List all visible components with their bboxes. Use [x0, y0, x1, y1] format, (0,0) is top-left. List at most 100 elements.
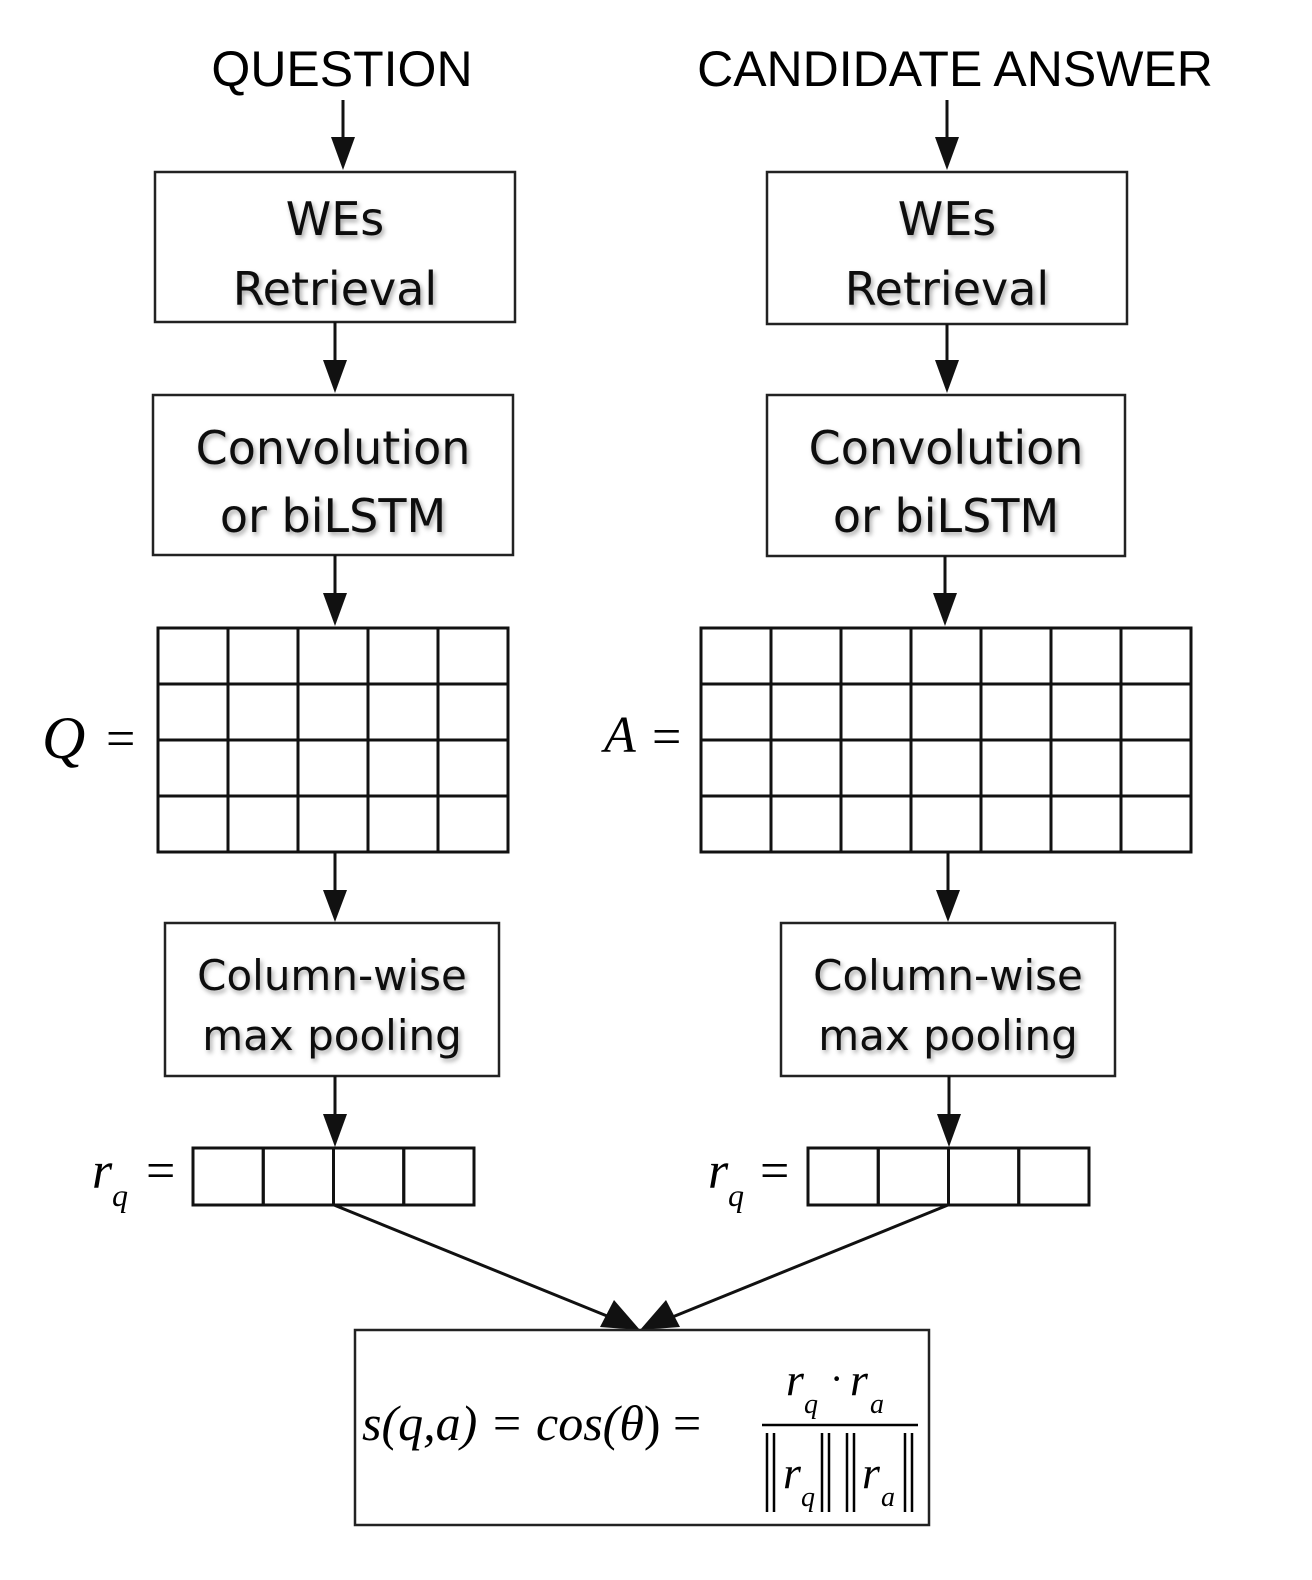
answer-matrix-cell: [839, 794, 913, 854]
question-vector-equals: =: [146, 1143, 175, 1200]
answer-matrix-cell: [839, 626, 913, 686]
answer-matrix-cell: [1049, 626, 1123, 686]
answer-matrix-cell: [1119, 738, 1193, 798]
answer-conv-line1: Convolution: [809, 421, 1084, 475]
answer-matrix-cell: [979, 682, 1053, 742]
formula-den-sub1: q: [801, 1482, 815, 1513]
answer-conv-line2: or biLSTM: [833, 489, 1059, 543]
question-vector: [191, 1146, 476, 1207]
formula-num-sub1: q: [804, 1389, 818, 1420]
arrow-q-vector-to-similarity: [333, 1203, 640, 1330]
question-conv-box: Convolution or biLSTM: [151, 393, 515, 557]
question-we-line2: Retrieval: [233, 262, 437, 316]
answer-we-line1: WEs: [898, 192, 997, 246]
formula-denominator-norms: [765, 1433, 914, 1512]
question-vector-subscript: q: [112, 1177, 128, 1213]
answer-matrix-cell: [909, 794, 983, 854]
question-matrix-cell: [366, 794, 440, 854]
question-title: QUESTION: [211, 41, 472, 97]
arrow-a-title-to-we: [935, 100, 959, 170]
answer-vector-cell: [947, 1146, 1021, 1207]
answer-pooling-box: Column-wise max pooling: [779, 921, 1117, 1078]
answer-vector-subscript: q: [728, 1177, 744, 1213]
question-vector-cell: [402, 1146, 476, 1207]
question-matrix-cell: [156, 682, 230, 742]
answer-pool-line1: Column-wise: [813, 951, 1083, 1000]
answer-matrix-cell: [1049, 682, 1123, 742]
question-conv-line2: or biLSTM: [220, 489, 446, 543]
arrow-q-we-to-conv: [323, 322, 347, 393]
arrow-a-vector-to-similarity: [640, 1203, 949, 1330]
formula-den-r2: r: [862, 1447, 881, 1498]
formula-num-dot: ·: [830, 1356, 843, 1401]
answer-vector-symbol: r: [708, 1143, 729, 1200]
answer-matrix-cell: [1049, 794, 1123, 854]
answer-matrix-cell: [769, 738, 843, 798]
question-matrix-cell: [366, 738, 440, 798]
question-conv-line1: Convolution: [196, 421, 471, 475]
question-matrix-symbol: Q: [42, 705, 85, 771]
arrow-a-pool-to-vector: [937, 1076, 961, 1147]
question-matrix-cell: [296, 626, 370, 686]
answer-matrix-cell: [769, 626, 843, 686]
answer-vector-equals: =: [760, 1143, 789, 1200]
answer-conv-box: Convolution or biLSTM: [765, 393, 1127, 558]
question-vector-cell: [332, 1146, 406, 1207]
question-vector-cell: [261, 1146, 335, 1207]
arrow-q-title-to-we: [331, 100, 355, 170]
question-matrix-cell: [436, 626, 510, 686]
arrow-q-conv-to-matrix: [323, 555, 347, 626]
arrow-q-pool-to-vector: [323, 1076, 347, 1147]
question-pool-line1: Column-wise: [197, 951, 467, 1000]
answer-matrix-cell: [839, 738, 913, 798]
answer-we-line2: Retrieval: [845, 262, 1049, 316]
question-matrix: [156, 626, 510, 854]
answer-vector-cell: [1017, 1146, 1091, 1207]
question-matrix-equals: =: [106, 711, 135, 768]
similarity-formula-box: s(q,a) = cos(θ) = r q · r a r q r a: [353, 1328, 931, 1527]
question-matrix-cell: [296, 794, 370, 854]
answer-matrix-cell: [699, 682, 773, 742]
formula-num-r2: r: [850, 1354, 869, 1405]
question-vector-cell: [191, 1146, 265, 1207]
answer-vector: [806, 1146, 1091, 1207]
arrow-a-conv-to-matrix: [933, 556, 957, 626]
question-matrix-cell: [156, 626, 230, 686]
answer-matrix-cell: [699, 626, 773, 686]
question-matrix-cell: [226, 794, 300, 854]
question-matrix-cell: [436, 794, 510, 854]
answer-matrix-cell: [769, 682, 843, 742]
answer-matrix-cell: [839, 682, 913, 742]
arrow-a-matrix-to-pool: [936, 853, 960, 922]
answer-we-retrieval-box: WEs Retrieval: [765, 170, 1129, 326]
question-pool-line2: max pooling: [202, 1011, 462, 1060]
question-matrix-cell: [156, 738, 230, 798]
answer-matrix-cell: [1119, 794, 1193, 854]
answer-matrix-cell: [979, 794, 1053, 854]
answer-matrix-cell: [1119, 682, 1193, 742]
answer-matrix-cell: [1119, 626, 1193, 686]
question-pooling-box: Column-wise max pooling: [163, 921, 501, 1078]
answer-matrix-cell: [699, 794, 773, 854]
arrow-a-we-to-conv: [935, 324, 959, 393]
question-matrix-cell: [296, 738, 370, 798]
question-matrix-cell: [366, 682, 440, 742]
answer-matrix: [699, 626, 1193, 854]
question-we-line1: WEs: [286, 192, 385, 246]
question-matrix-cell: [226, 682, 300, 742]
answer-matrix-cell: [909, 626, 983, 686]
formula-num-sub2: a: [870, 1389, 884, 1420]
answer-vector-cell: [806, 1146, 880, 1207]
answer-matrix-cell: [769, 794, 843, 854]
answer-matrix-cell: [909, 682, 983, 742]
formula-num-r1: r: [786, 1354, 805, 1405]
answer-matrix-cell: [909, 738, 983, 798]
question-matrix-cell: [366, 626, 440, 686]
answer-matrix-cell: [1049, 738, 1123, 798]
arrow-q-matrix-to-pool: [323, 853, 347, 922]
formula-lhs: s(q,a) = cos(θ) =: [362, 1395, 701, 1451]
question-matrix-cell: [226, 738, 300, 798]
question-matrix-cell: [226, 626, 300, 686]
question-matrix-cell: [296, 682, 370, 742]
